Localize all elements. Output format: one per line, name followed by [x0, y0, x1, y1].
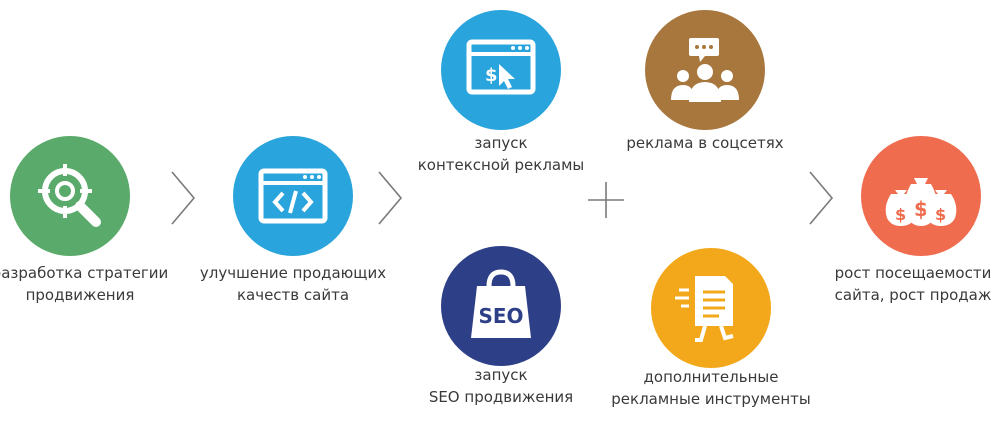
strategy-step-circle — [10, 136, 130, 256]
seo-bag-icon — [471, 269, 531, 338]
seo-step-circle: SEO — [441, 246, 561, 366]
social-ads-step-circle — [645, 10, 765, 130]
people-chat-icon — [671, 38, 739, 102]
money-bags-icon: $ $ $ — [885, 178, 957, 226]
social-ads-step-label: реклама в соцсетях — [626, 134, 784, 152]
chevron-right-icon — [378, 171, 403, 225]
strategy-step-label: разработка стратегии продвижения — [0, 264, 169, 304]
svg-text:$: $ — [895, 205, 906, 224]
svg-text:$: $ — [485, 65, 498, 86]
dollar-cursor-window-icon: $ — [466, 39, 536, 95]
result-step-label: рост посещаемости сайта, рост продаж — [834, 264, 992, 304]
context-ads-step-circle: $ — [441, 10, 561, 130]
website-step-circle — [233, 136, 353, 256]
chevron-right-icon — [809, 171, 834, 225]
result-step-circle: $ $ $ — [861, 136, 981, 256]
code-window-icon — [258, 168, 328, 224]
plus-icon — [588, 182, 624, 218]
chevron-right-icon — [171, 171, 196, 225]
context-ads-step-label: запуск контексной рекламы — [417, 134, 585, 174]
extra-tools-step-circle — [651, 248, 771, 368]
running-document-icon — [675, 276, 734, 342]
extra-tools-step-label: дополнительные рекламные инструменты — [611, 368, 811, 408]
target-search-icon — [38, 164, 101, 227]
website-step-label: улучшение продающих качеств сайта — [199, 264, 387, 304]
svg-text:$: $ — [914, 197, 928, 221]
svg-text:$: $ — [935, 205, 946, 224]
seo-step-label: запуск SEO продвижения — [428, 366, 574, 406]
seo-bag-text: SEO — [478, 304, 524, 328]
